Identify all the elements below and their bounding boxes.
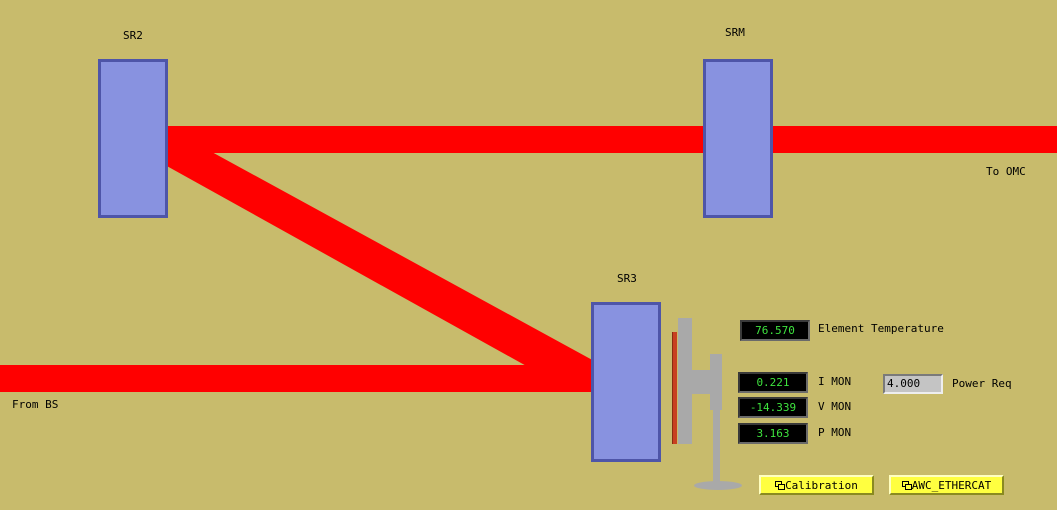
p-mon-readout: 3.163 [738,423,808,444]
v-mon-readout: -14.339 [738,397,808,418]
sr2-optic[interactable] [98,59,168,218]
heater-coil [672,332,677,444]
related-display-icon [901,481,912,490]
v-mon-label: V MON [818,400,852,413]
from-bs-label: From BS [12,398,59,411]
awc-ethercat-button-label: AWC_ETHERCAT [911,478,992,492]
srm-label: SRM [725,26,745,39]
sr2-label: SR2 [123,29,143,42]
sr3-label: SR3 [617,272,637,285]
heater-element [678,318,692,444]
p-mon-label: P MON [818,426,852,439]
sr3-optic[interactable] [591,302,661,462]
srm-optic[interactable] [703,59,773,218]
i-mon-readout: 0.221 [738,372,808,393]
power-req-input[interactable]: 4.000 [883,374,943,394]
calibration-button-label: Calibration [785,478,858,492]
heater-post [713,394,720,486]
awc-ethercat-button[interactable]: AWC_ETHERCAT [889,475,1004,495]
element-temperature-readout: 76.570 [740,320,810,341]
calibration-button[interactable]: Calibration [759,475,874,495]
beam-sr2-to-omc [165,126,1057,153]
to-omc-label: To OMC [986,165,1026,178]
i-mon-label: I MON [818,375,852,388]
beam-from-bs [0,365,595,392]
element-temperature-label: Element Temperature [818,322,944,335]
related-display-icon [775,481,786,490]
power-req-label: Power Req [952,377,1012,390]
heater-base [694,481,742,490]
